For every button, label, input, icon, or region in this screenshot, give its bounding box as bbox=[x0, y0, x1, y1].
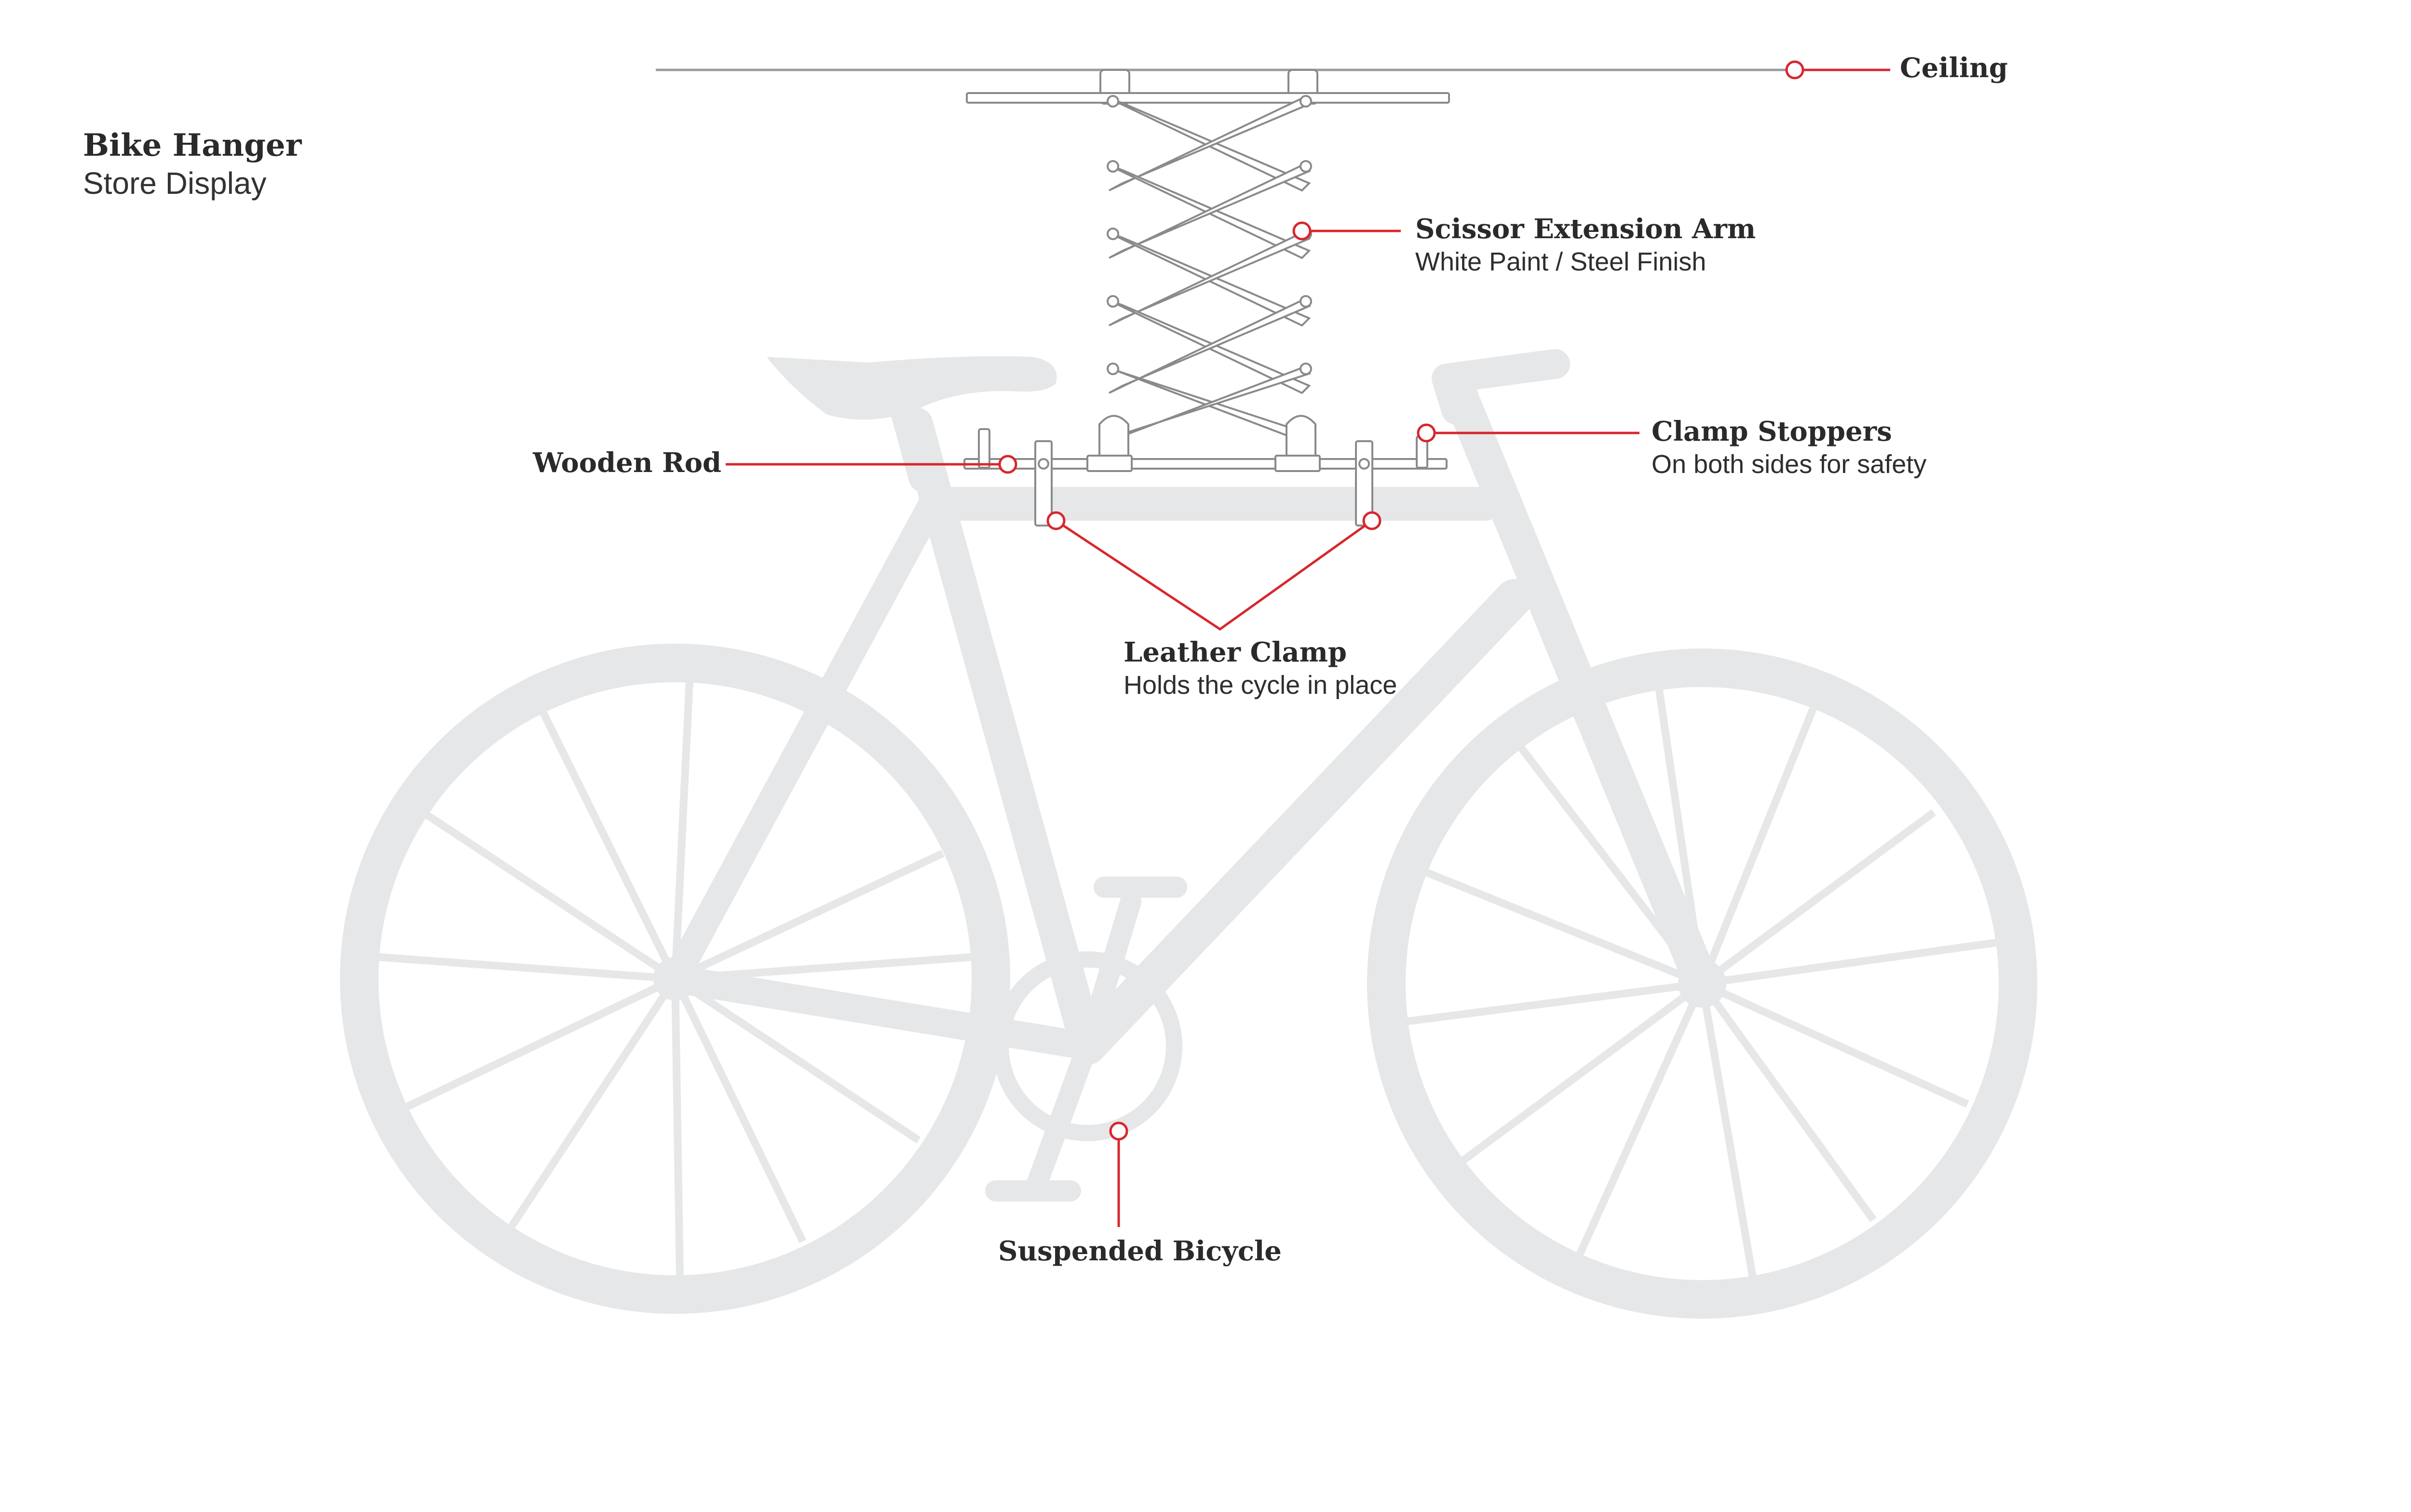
bike-frame bbox=[661, 349, 1720, 1202]
callout-ceiling-title: Ceiling bbox=[1900, 52, 2008, 84]
callout-leather-clamp-subtitle: Holds the cycle in place bbox=[1124, 671, 1397, 700]
callout-scissor-arm: Scissor Extension Arm White Paint / Stee… bbox=[1415, 212, 1756, 279]
top-mounting-bar bbox=[966, 92, 1450, 104]
callout-scissor-arm-subtitle: White Paint / Steel Finish bbox=[1415, 247, 1707, 276]
page-header: Bike Hanger Store Display bbox=[83, 126, 301, 202]
callout-clamp-stoppers: Clamp Stoppers On both sides for safety bbox=[1652, 415, 1926, 481]
page-subtitle: Store Display bbox=[83, 166, 267, 201]
callout-suspended-bicycle: Suspended Bicycle bbox=[998, 1234, 1282, 1268]
callout-leaders bbox=[726, 60, 1890, 1227]
chainring bbox=[992, 951, 1182, 1141]
callout-clamp-stoppers-subtitle: On both sides for safety bbox=[1652, 450, 1927, 479]
front-wheel bbox=[1367, 648, 2037, 1319]
rear-wheel-spokes bbox=[378, 680, 972, 1278]
callout-clamp-stoppers-title: Clamp Stoppers bbox=[1652, 416, 1892, 447]
rear-wheel bbox=[340, 644, 1010, 1314]
callout-wooden-rod-title: Wooden Rod bbox=[533, 447, 722, 479]
clamp-stopper-left bbox=[978, 428, 990, 469]
callout-scissor-arm-title: Scissor Extension Arm bbox=[1415, 213, 1756, 245]
callout-leather-clamp-title: Leather Clamp bbox=[1124, 636, 1347, 668]
bicycle-silhouette bbox=[340, 349, 2037, 1319]
callout-ceiling: Ceiling bbox=[1900, 51, 2008, 85]
hanger-hardware bbox=[963, 69, 1450, 526]
callout-wooden-rod: Wooden Rod bbox=[533, 446, 721, 480]
callout-leather-clamp: Leather Clamp Holds the cycle in place bbox=[1124, 635, 1397, 702]
page-title: Bike Hanger bbox=[83, 127, 302, 163]
callout-suspended-bicycle-title: Suspended Bicycle bbox=[998, 1235, 1282, 1267]
scissor-extension-arm bbox=[1098, 95, 1316, 461]
leather-clamp-left bbox=[1034, 440, 1053, 526]
saddle bbox=[767, 356, 1057, 420]
